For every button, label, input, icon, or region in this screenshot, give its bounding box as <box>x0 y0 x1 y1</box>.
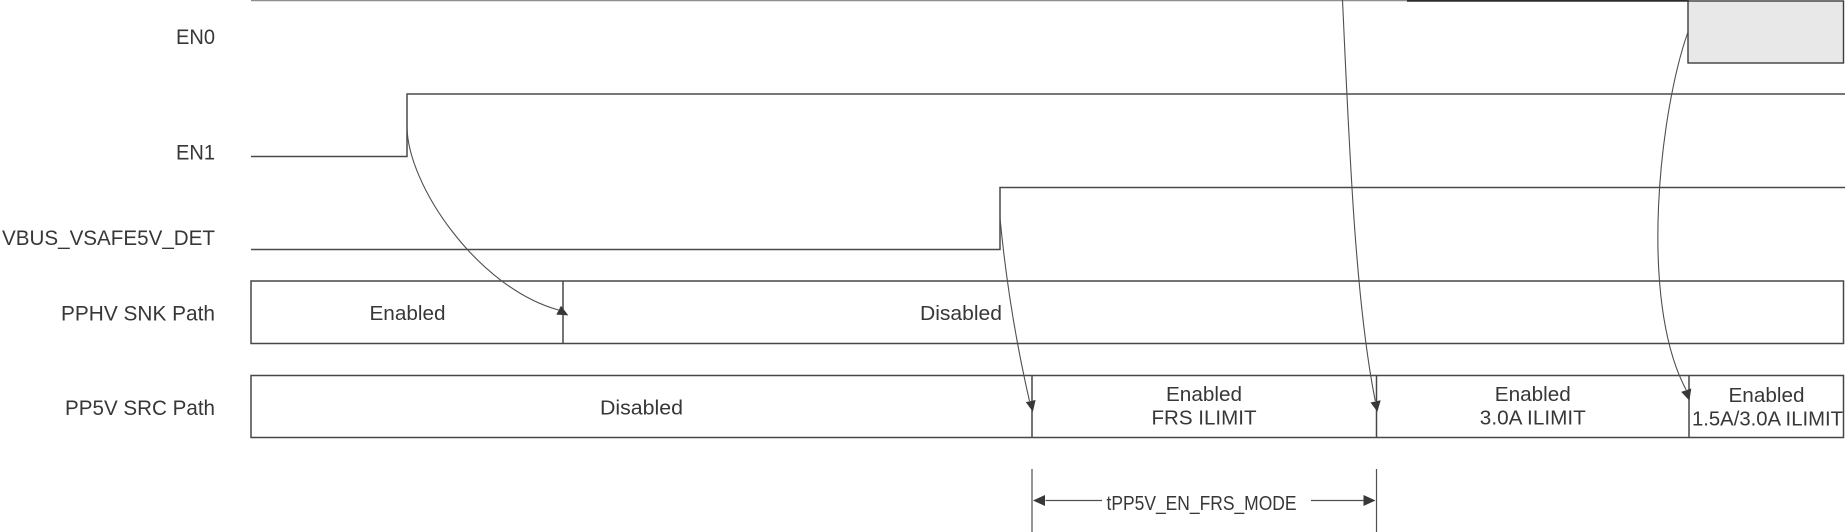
signal-row-pp5v-src-path: PP5V SRC Path Disabled Enabled FRS ILIMI… <box>65 374 1845 439</box>
arrowhead-vbus-to-pp5v-icon <box>1025 400 1036 412</box>
signal-row-en1: EN1 <box>176 93 1845 165</box>
signal-label-vbus-vsafe5v-det: VBUS_VSAFE5V_DET <box>2 226 215 250</box>
signal-row-en0: EN0 <box>176 0 1845 64</box>
dimension-arrowhead-right-icon <box>1363 495 1376 506</box>
arrowhead-top-to-pp5v-icon <box>1370 400 1381 412</box>
arrow-top-to-pp5v <box>1341 0 1376 402</box>
pp5v-state-15a-line2: 1.5A/3.0A ILIMIT <box>1692 409 1843 431</box>
en0-dont-care-region <box>1687 0 1845 64</box>
cause-arrows <box>406 0 1692 412</box>
pphv-state-bar <box>250 280 1845 345</box>
pp5v-state-frs-line2: FRS ILIMIT <box>1152 408 1257 430</box>
arrow-en0-to-pp5v <box>1657 31 1689 391</box>
pp5v-state-30a-line2: 3.0A ILIMIT <box>1480 408 1586 430</box>
signal-label-en1: EN1 <box>176 141 215 165</box>
pphv-state-disabled: Disabled <box>920 303 1002 325</box>
pp5v-state-bar <box>250 374 1845 439</box>
pp5v-state-disabled: Disabled <box>600 398 683 420</box>
pp5v-state-30a-line1: Enabled <box>1495 384 1571 406</box>
vbus-waveform <box>251 186 1845 251</box>
pp5v-state-frs-line1: Enabled <box>1166 384 1242 406</box>
signal-label-pphv-snk-path: PPHV SNK Path <box>61 302 215 326</box>
arrow-vbus-to-pp5v <box>999 217 1031 402</box>
signal-row-vbus-vsafe5v-det: VBUS_VSAFE5V_DET <box>2 186 1845 251</box>
arrowhead-en1-to-pphv-icon <box>556 305 569 316</box>
signal-row-pphv-snk-path: PPHV SNK Path Enabled Disabled <box>61 280 1845 345</box>
signal-label-en0: EN0 <box>176 25 215 49</box>
timing-dimension: tPP5V_EN_FRS_MODE <box>1031 469 1378 532</box>
en1-waveform <box>251 93 1845 158</box>
timing-parameter-label: tPP5V_EN_FRS_MODE <box>1107 493 1297 515</box>
dimension-arrowhead-left-icon <box>1033 495 1045 506</box>
arrowhead-en0-to-pp5v-icon <box>1681 388 1692 401</box>
arrow-en1-to-pphv <box>406 125 559 311</box>
pp5v-state-15a-line1: Enabled <box>1729 385 1805 407</box>
pphv-state-enabled: Enabled <box>370 303 446 325</box>
signal-label-pp5v-src-path: PP5V SRC Path <box>65 396 215 420</box>
